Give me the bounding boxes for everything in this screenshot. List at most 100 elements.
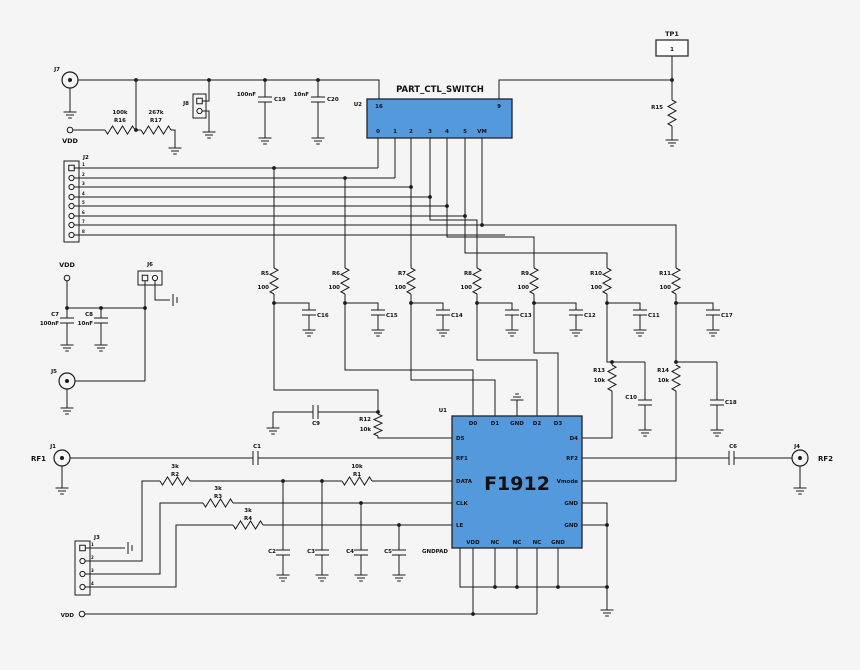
header-J6-pin1 xyxy=(141,274,149,282)
resistor-R15 xyxy=(666,99,678,127)
label-GND: GND xyxy=(551,540,565,546)
testpoint-TP1 xyxy=(655,39,689,57)
label-D0: D0 xyxy=(469,421,478,427)
label-1: 1 xyxy=(82,162,85,167)
junction-dot xyxy=(493,585,497,589)
label-NC: NC xyxy=(533,540,542,546)
wire xyxy=(582,391,613,439)
label-RF2: RF2 xyxy=(818,455,833,463)
junction-dot xyxy=(143,306,147,310)
label-C18: C18 xyxy=(725,400,737,406)
wire xyxy=(85,524,233,588)
f1912-chip-block xyxy=(451,415,583,549)
label-J8: J8 xyxy=(182,101,189,107)
wire xyxy=(582,502,608,610)
label-100: 100 xyxy=(258,285,270,291)
wire xyxy=(676,302,714,310)
junction-dot xyxy=(359,501,363,505)
wire xyxy=(154,281,170,301)
junction-dot xyxy=(515,585,519,589)
label-R6: R6 xyxy=(332,271,340,277)
terminal-VDD xyxy=(63,274,71,282)
resistor-R5 xyxy=(268,267,280,295)
label-C3: C3 xyxy=(307,549,315,555)
wire xyxy=(606,294,645,363)
label-VDD: VDD xyxy=(61,613,75,619)
header-J8-pin1 xyxy=(196,97,203,105)
wire xyxy=(429,138,478,268)
label-5: 5 xyxy=(82,200,85,205)
junction-dot xyxy=(316,78,320,82)
wire xyxy=(202,110,210,132)
label-R17: R17 xyxy=(150,118,162,124)
label-10nF: 10nF xyxy=(78,321,94,327)
junction-dot xyxy=(445,204,449,208)
junction-dot xyxy=(610,360,614,364)
label-3: 3 xyxy=(91,568,94,573)
junction-dot xyxy=(605,301,609,305)
label-16: 16 xyxy=(375,104,383,110)
label-J7: J7 xyxy=(53,67,60,73)
connector-J4-pin xyxy=(798,456,802,460)
wire xyxy=(273,294,379,412)
label-C10: C10 xyxy=(625,395,637,401)
label-10k: 10k xyxy=(360,427,372,433)
label-R13: R13 xyxy=(593,368,605,374)
label-R12: R12 xyxy=(359,417,371,423)
resistor-R12 xyxy=(372,413,384,437)
header-J2-pin xyxy=(68,183,75,191)
label-C12: C12 xyxy=(584,313,596,319)
label-2: 2 xyxy=(82,172,85,177)
label-9: 9 xyxy=(497,104,501,110)
label-RF1: RF1 xyxy=(31,455,46,463)
junction-dot xyxy=(281,479,285,483)
label-C13: C13 xyxy=(520,313,532,319)
label-PART_CTL_SWITCH: PART_CTL_SWITCH xyxy=(396,85,484,95)
wire xyxy=(74,224,677,268)
junction-dot xyxy=(480,223,484,227)
header-J3-pin1 xyxy=(79,544,86,552)
wire xyxy=(477,302,513,310)
wire xyxy=(78,79,380,99)
label-J2: J2 xyxy=(82,155,89,161)
label-6: 6 xyxy=(82,210,85,215)
junction-dot xyxy=(134,128,138,132)
header-J2-pin xyxy=(68,231,75,239)
label-100: 100 xyxy=(395,285,407,291)
header-J3-pin xyxy=(79,583,86,591)
label-100: 100 xyxy=(461,285,473,291)
label-F1912: F1912 xyxy=(484,473,550,495)
header-J6 xyxy=(137,270,163,286)
junction-dot xyxy=(272,166,276,170)
resistor-R14 xyxy=(670,364,682,392)
wire xyxy=(85,480,160,562)
label-C2: C2 xyxy=(268,549,276,555)
label-GNDPAD: GNDPAD xyxy=(422,549,448,555)
junction-dot xyxy=(428,195,432,199)
label-J4: J4 xyxy=(793,444,800,450)
label-100nF: 100nF xyxy=(40,321,59,327)
wire xyxy=(534,302,577,310)
terminal-VDD xyxy=(66,126,74,134)
wire xyxy=(533,294,559,416)
label-GND: GND xyxy=(564,501,578,507)
label-C15: C15 xyxy=(386,313,398,319)
label-4: 4 xyxy=(82,191,85,196)
wire xyxy=(464,138,608,268)
wire xyxy=(498,79,672,99)
header-J3-pin xyxy=(79,570,86,578)
header-J8 xyxy=(192,93,207,119)
label-3: 3 xyxy=(82,181,85,186)
label-R16: R16 xyxy=(114,118,126,124)
label-RF2: RF2 xyxy=(566,456,578,462)
label-3: 3 xyxy=(428,129,432,135)
label-J5: J5 xyxy=(50,369,57,375)
junction-dot xyxy=(475,301,479,305)
wire xyxy=(476,294,538,416)
resistor-R9 xyxy=(528,267,540,295)
header-J2 xyxy=(63,160,80,243)
label-10nF: 10nF xyxy=(294,92,310,98)
connector-J7 xyxy=(61,71,79,89)
label-R5: R5 xyxy=(261,271,269,277)
